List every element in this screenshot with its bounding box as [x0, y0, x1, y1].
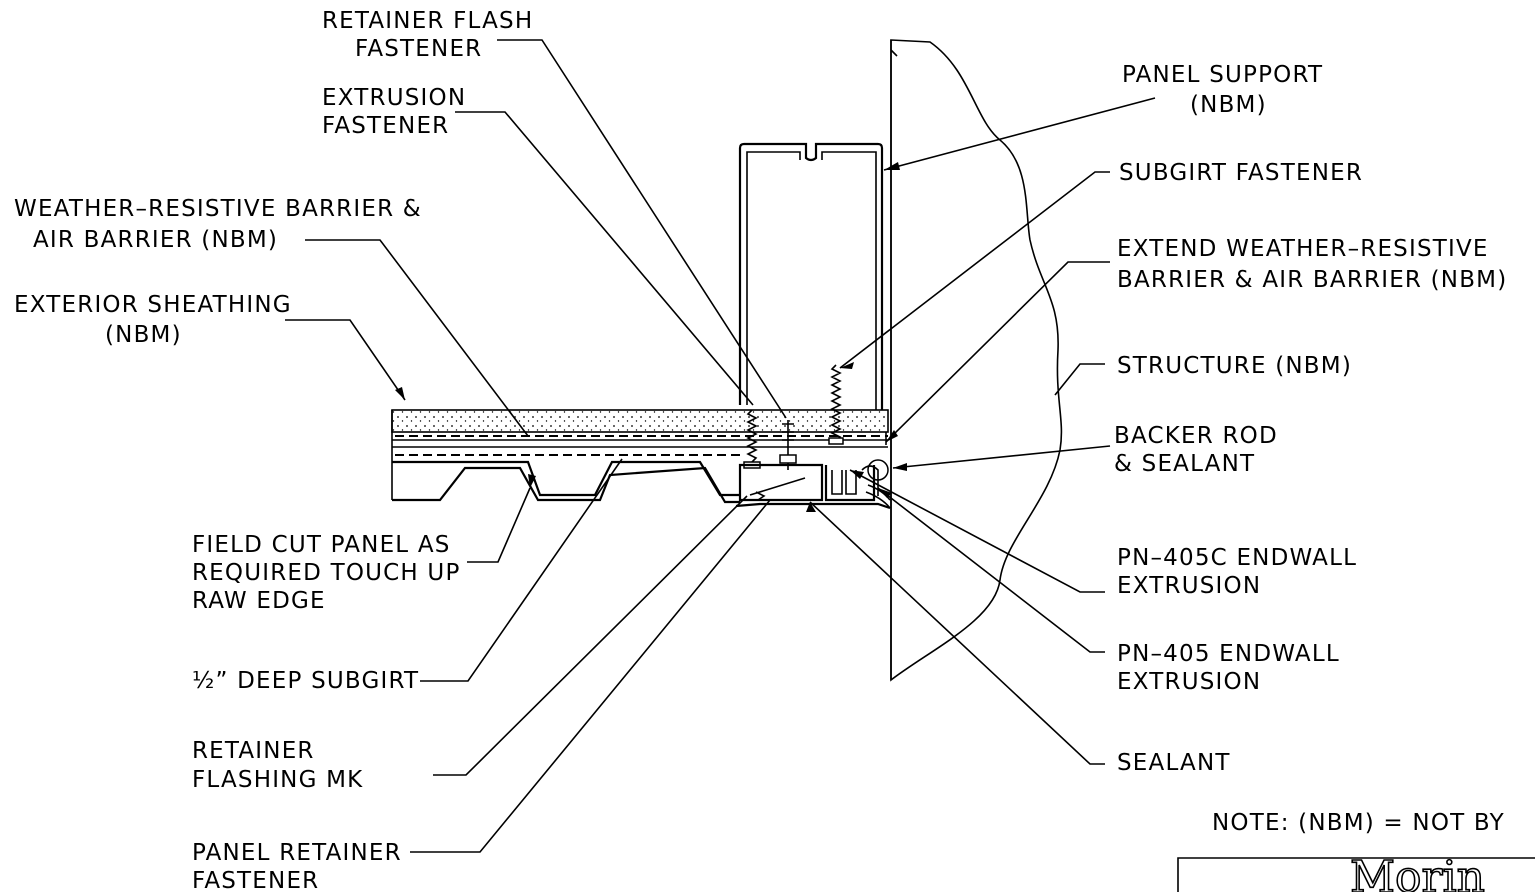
label-backer-rod: BACKER ROD & SEALANT	[1114, 423, 1278, 477]
field-cut-panel	[392, 460, 740, 504]
label-extrusion-fastener: EXTRUSION FASTENER	[322, 85, 466, 139]
exterior-sheathing	[391, 409, 889, 500]
label-exterior-sheathing: EXTERIOR SHEATHING (NBM)	[14, 292, 292, 348]
svg-text:NOTE: (NBM) = NOT BY: NOTE: (NBM) = NOT BY	[1212, 810, 1505, 836]
endwall-extrusions	[824, 459, 891, 509]
svg-text:½” DEEP SUBGIRT: ½” DEEP SUBGIRT	[192, 668, 419, 694]
svg-text:EXTRUSION: EXTRUSION	[322, 85, 466, 111]
svg-text:STRUCTURE (NBM): STRUCTURE (NBM)	[1117, 353, 1352, 379]
svg-text:(NBM): (NBM)	[105, 322, 182, 348]
label-panel-support: PANEL SUPPORT (NBM)	[1122, 62, 1323, 118]
label-panel-retainer-fastener: PANEL RETAINER FASTENER	[192, 840, 402, 892]
svg-text:PN–405 ENDWALL: PN–405 ENDWALL	[1117, 641, 1340, 667]
title-block: Morin	[1177, 851, 1535, 892]
label-pn405c: PN–405C ENDWALL EXTRUSION	[1117, 545, 1357, 599]
svg-text:RAW EDGE: RAW EDGE	[192, 588, 326, 614]
svg-text:REQUIRED TOUCH UP: REQUIRED TOUCH UP	[192, 560, 461, 586]
svg-text:& SEALANT: & SEALANT	[1114, 451, 1255, 477]
fastener-middle	[779, 420, 797, 470]
label-structure: STRUCTURE (NBM)	[1117, 353, 1352, 379]
svg-text:EXTEND WEATHER–RESISTIVE: EXTEND WEATHER–RESISTIVE	[1117, 236, 1489, 262]
label-subgirt-fastener: SUBGIRT FASTENER	[1119, 160, 1363, 186]
label-extend-barrier: EXTEND WEATHER–RESISTIVE BARRIER & AIR B…	[1117, 236, 1507, 293]
panel-support	[738, 142, 884, 410]
label-retainer-flashing: RETAINER FLASHING MK	[192, 738, 363, 793]
svg-text:EXTERIOR SHEATHING: EXTERIOR SHEATHING	[14, 292, 292, 318]
svg-text:FASTENER: FASTENER	[355, 36, 482, 62]
label-deep-subgirt: ½” DEEP SUBGIRT	[192, 668, 419, 694]
label-pn405: PN–405 ENDWALL EXTRUSION	[1117, 641, 1340, 695]
label-retainer-flash-fastener: RETAINER FLASH FASTENER	[322, 8, 533, 62]
svg-text:RETAINER FLASH: RETAINER FLASH	[322, 8, 533, 34]
label-sealant: SEALANT	[1117, 750, 1231, 776]
svg-text:PN–405C ENDWALL: PN–405C ENDWALL	[1117, 545, 1357, 571]
logo: Morin	[1350, 852, 1485, 892]
svg-text:EXTRUSION: EXTRUSION	[1117, 573, 1261, 599]
label-field-cut-panel: FIELD CUT PANEL AS REQUIRED TOUCH UP RAW…	[192, 532, 461, 614]
svg-text:FASTENER: FASTENER	[192, 868, 319, 892]
subgirt	[392, 439, 888, 448]
svg-text:BARRIER & AIR BARRIER (NBM): BARRIER & AIR BARRIER (NBM)	[1117, 267, 1507, 293]
retainer-flashing	[735, 463, 891, 510]
label-note: NOTE: (NBM) = NOT BY	[1212, 810, 1505, 836]
svg-text:AIR BARRIER (NBM): AIR BARRIER (NBM)	[33, 227, 278, 253]
subgirt-fastener-screw	[828, 364, 844, 445]
svg-text:RETAINER: RETAINER	[192, 738, 315, 764]
leader-lines	[285, 39, 1156, 853]
weather-barrier	[395, 432, 888, 456]
structure-concrete	[890, 39, 1063, 682]
svg-text:PANEL SUPPORT: PANEL SUPPORT	[1122, 62, 1323, 88]
svg-text:FIELD CUT PANEL AS: FIELD CUT PANEL AS	[192, 532, 451, 558]
label-weather-barrier: WEATHER–RESISTIVE BARRIER & AIR BARRIER …	[14, 196, 422, 253]
svg-text:FASTENER: FASTENER	[322, 113, 449, 139]
svg-text:SUBGIRT FASTENER: SUBGIRT FASTENER	[1119, 160, 1363, 186]
svg-text:EXTRUSION: EXTRUSION	[1117, 669, 1261, 695]
svg-text:(NBM): (NBM)	[1190, 92, 1267, 118]
svg-text:FLASHING MK: FLASHING MK	[192, 767, 363, 793]
svg-text:SEALANT: SEALANT	[1117, 750, 1231, 776]
svg-text:BACKER ROD: BACKER ROD	[1114, 423, 1278, 449]
arrowheads	[395, 162, 907, 512]
svg-text:WEATHER–RESISTIVE BARRIER &: WEATHER–RESISTIVE BARRIER &	[14, 196, 422, 222]
svg-text:PANEL RETAINER: PANEL RETAINER	[192, 840, 402, 866]
